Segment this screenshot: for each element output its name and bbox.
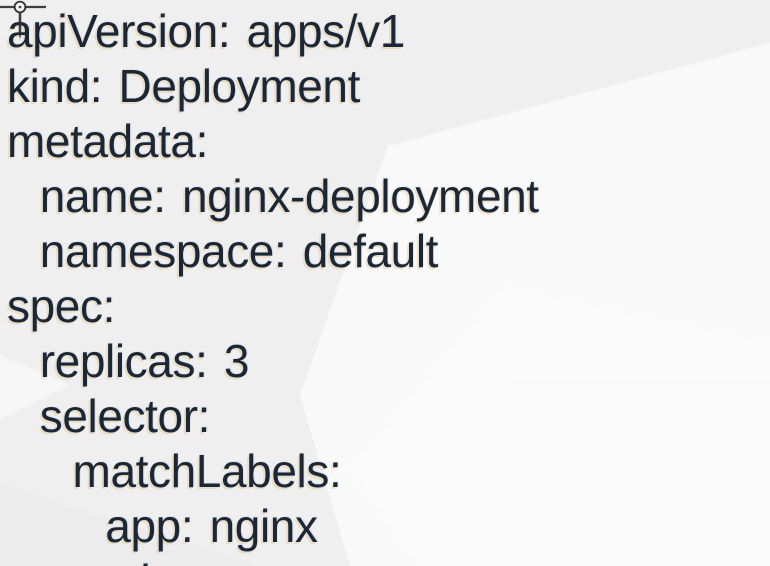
yaml-line: app: nginx: [7, 500, 318, 552]
yaml-line: apiVersion: apps/v1: [7, 5, 405, 57]
yaml-line: kind: Deployment: [7, 60, 360, 112]
yaml-line: spec:: [7, 280, 115, 332]
yaml-line: matchLabels:: [7, 445, 342, 497]
yaml-line: metadata:: [7, 115, 208, 167]
yaml-code-block[interactable]: apiVersion: apps/v1 kind: Deployment met…: [7, 4, 770, 566]
yaml-line: namespace: default: [7, 225, 439, 277]
yaml-line: replicas: 3: [7, 335, 250, 387]
yaml-line: template:: [7, 554, 770, 566]
yaml-line: name: nginx-deployment: [7, 170, 539, 222]
yaml-line: selector:: [7, 390, 211, 442]
